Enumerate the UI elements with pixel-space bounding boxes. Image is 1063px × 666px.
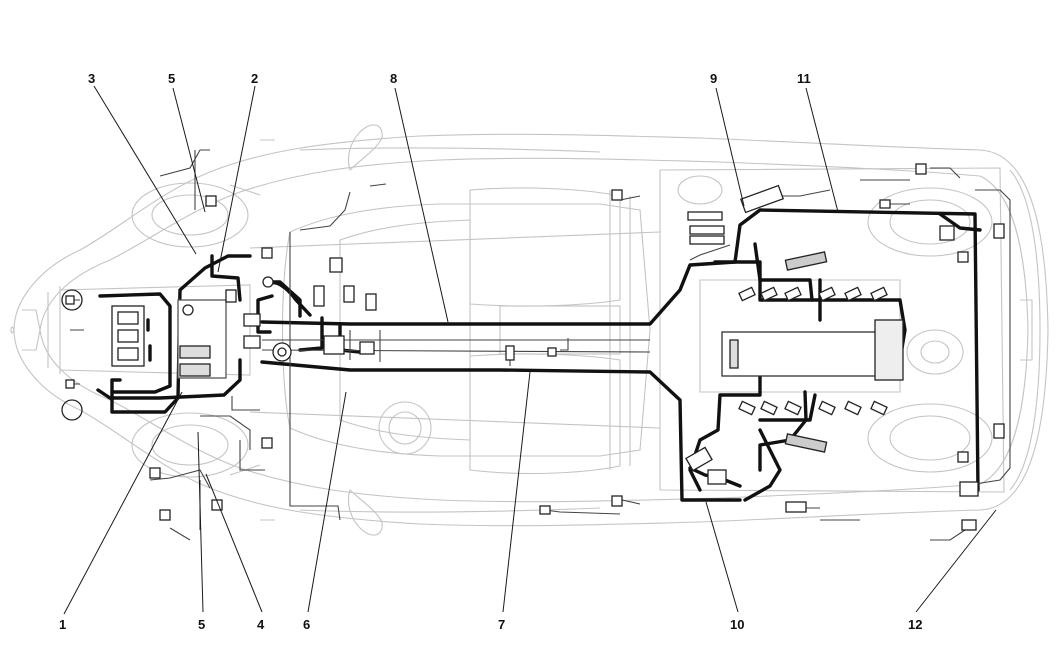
leader-4 (205, 473, 263, 613)
secondary-wires (66, 149, 1011, 541)
leader-12 (915, 509, 997, 613)
callout-11: 11 (797, 71, 811, 86)
callout-2: 2 (251, 71, 259, 86)
harness-components (61, 163, 1005, 531)
injectors-bottom (738, 400, 888, 416)
leader-2 (217, 85, 256, 273)
leader-5-bottom (197, 431, 204, 613)
car-body-outline (10, 124, 1049, 536)
callout-12: 12 (908, 617, 923, 632)
leader-3 (93, 85, 197, 255)
callout-10: 10 (730, 617, 745, 632)
callout-5-bottom: 5 (198, 617, 206, 632)
callout-7: 7 (498, 617, 506, 632)
callout-9: 9 (710, 71, 718, 86)
leader-11 (805, 87, 839, 213)
leader-10 (705, 501, 739, 613)
leader-lines (63, 85, 997, 615)
callout-8: 8 (390, 71, 398, 86)
callout-1: 1 (59, 617, 67, 632)
leader-8 (394, 87, 449, 323)
injectors-top (738, 286, 888, 302)
callout-5-top: 5 (168, 71, 176, 86)
leader-6 (307, 391, 347, 613)
leader-5-top (172, 87, 206, 213)
callout-6: 6 (303, 617, 311, 632)
callout-3: 3 (88, 71, 96, 86)
harness-lines (96, 208, 982, 502)
leader-1 (63, 391, 183, 615)
leader-7 (502, 371, 531, 613)
callout-4: 4 (257, 617, 265, 632)
leader-9 (715, 87, 745, 207)
